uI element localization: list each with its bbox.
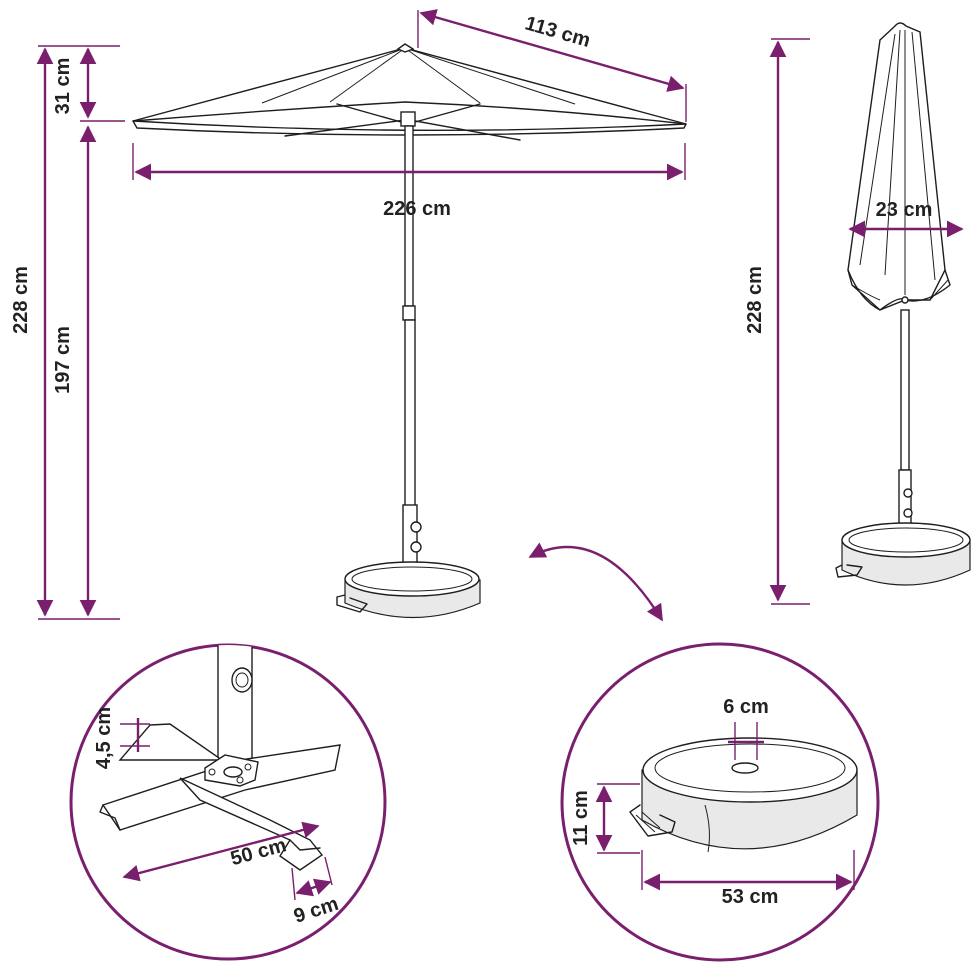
label-canopy-height: 31 cm xyxy=(52,58,74,115)
dimension-pole-clearance: 197 cm xyxy=(52,125,97,617)
dimension-total-height-open: 228 cm xyxy=(10,45,120,620)
open-umbrella-drawing xyxy=(132,43,687,619)
round-base-detail: 6 cm 11 cm 53 cm xyxy=(560,642,880,962)
label-total-height-closed: 228 cm xyxy=(744,266,766,334)
dimension-total-height-closed: 228 cm xyxy=(744,38,810,605)
label-total-height-open: 228 cm xyxy=(10,266,32,334)
label-base-height: 11 cm xyxy=(570,790,592,846)
label-closed-diameter: 23 cm xyxy=(876,199,933,221)
curved-arrow-icon xyxy=(528,542,664,622)
label-pole-clearance: 197 cm xyxy=(52,326,74,394)
dimension-canopy-diameter: 226 cm xyxy=(132,143,686,220)
label-cross-base-height: 4,5 cm xyxy=(93,707,115,769)
dimension-closed-diameter: 23 cm xyxy=(848,199,964,238)
label-base-hole: 6 cm xyxy=(723,696,769,718)
dimension-canopy-height: 31 cm xyxy=(52,47,125,122)
label-canopy-diameter: 226 cm xyxy=(383,198,451,220)
closed-umbrella-drawing xyxy=(835,22,971,586)
label-base-diameter: 53 cm xyxy=(722,886,779,908)
cross-base-detail: 4,5 cm 50 cm 9 cm xyxy=(69,643,387,961)
